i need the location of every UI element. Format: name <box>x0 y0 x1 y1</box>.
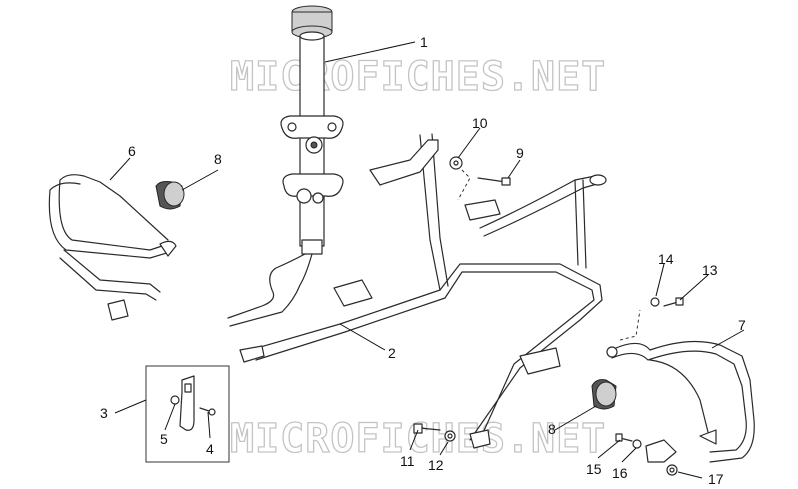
callout-7: 7 <box>738 317 746 333</box>
callout-14: 14 <box>658 251 674 267</box>
callout-6: 6 <box>128 143 136 159</box>
callout-8-left: 8 <box>214 151 222 167</box>
part-15-bolt <box>615 433 633 442</box>
callout-8-right: 8 <box>548 421 556 437</box>
callout-13: 13 <box>702 262 718 278</box>
part-3-kit-box <box>145 365 230 463</box>
part-16-washer <box>632 439 642 449</box>
callout-10: 10 <box>472 115 488 131</box>
callout-1: 1 <box>420 34 428 50</box>
part-12-washer <box>444 430 456 442</box>
part-9-bolt <box>477 177 511 186</box>
part-17-nut <box>666 464 678 476</box>
leader-lines <box>109 41 745 479</box>
part-1-mast <box>227 5 344 327</box>
part-10-washer <box>449 156 463 170</box>
part-8-rubber-stop-right <box>591 379 617 410</box>
callout-15: 15 <box>586 461 602 477</box>
callout-2: 2 <box>388 345 396 361</box>
watermark-top: MICROFICHES.NET <box>230 54 606 100</box>
part-13-bolt <box>663 297 684 307</box>
callout-11: 11 <box>400 453 415 469</box>
part-8-rubber-stop-left <box>155 181 185 210</box>
part-7-right-crash-bar <box>606 309 755 463</box>
watermark-bottom: MICROFICHES.NET <box>230 416 606 462</box>
callout-16: 16 <box>612 465 628 481</box>
part-14-washer <box>650 297 660 307</box>
callout-12: 12 <box>428 457 444 473</box>
callout-17: 17 <box>708 471 724 487</box>
part-11-bolt <box>413 423 441 434</box>
callout-4: 4 <box>206 441 214 457</box>
part-2-frame <box>239 133 607 449</box>
callout-5: 5 <box>160 431 168 447</box>
callout-9: 9 <box>516 145 524 161</box>
callout-3: 3 <box>100 405 108 421</box>
part-6-left-crash-bar <box>48 174 177 321</box>
